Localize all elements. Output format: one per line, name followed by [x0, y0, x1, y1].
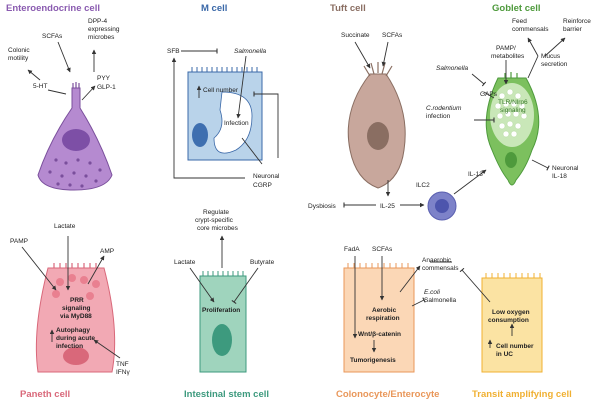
infection-label: Infection: [224, 120, 249, 127]
crodentium-label-1: C.rodentium: [426, 105, 462, 112]
salmonella-label: Salmonella: [234, 48, 267, 55]
autophagy-label-2: during acute: [56, 335, 95, 342]
regulate-label-1: Regulate: [203, 209, 229, 216]
enteroendocrine-title: Enteroendocrine cell: [6, 3, 100, 14]
sfb-label: SFB: [167, 48, 180, 55]
paneth-cell-shape: [35, 263, 116, 373]
aerobic-label-1: Aerobic: [372, 307, 397, 314]
stem-lactate-label: Lactate: [174, 259, 196, 266]
tlr-label-1: TLR/Nlrp6: [498, 99, 528, 106]
col-scfas-label: SCFAs: [372, 246, 393, 253]
il25-label: IL-25: [380, 203, 395, 210]
ilc2-label: ILC2: [416, 182, 430, 189]
mucus-label-2: secretion: [541, 61, 568, 68]
colonocyte-panel: FadA SCFAs Anaerobic commensals Aerobic …: [336, 246, 459, 400]
goblet-panel: Goblet cell: [426, 3, 591, 186]
regulate-label-3: core microbes: [197, 225, 239, 232]
regulate-label-2: crypt-specific: [195, 217, 234, 224]
scfas-label: SCFAs: [42, 33, 63, 40]
tuft-scfas-label: SCFAs: [382, 32, 403, 39]
reinforce-label-2: barrier: [563, 26, 583, 33]
reinforce-label-1: Reinforce: [563, 18, 591, 25]
colonic-label-2: motility: [8, 55, 29, 62]
neuronal-label-1: Neuronal: [253, 173, 280, 180]
feed-label-1: Feed: [512, 18, 527, 25]
aerobic-label-2: respiration: [366, 315, 400, 322]
succinate-label: Succinate: [341, 32, 370, 39]
pamp-label-1: PAMP/: [496, 45, 516, 52]
colonocyte-title: Colonocyte/Enterocyte: [336, 389, 439, 400]
low-oxygen-label-2: consumption: [488, 317, 529, 324]
cell-number-label: Cell number: [203, 87, 239, 94]
amp-label: AMP: [100, 248, 114, 255]
proliferation-label: Proliferation: [202, 307, 240, 314]
anaerobic-label-1: Anaerobic: [422, 257, 452, 264]
m-cell-panel: M cell SFB Salmonella Cell number I: [167, 3, 280, 189]
ifn-label: IFNγ: [116, 369, 130, 376]
anaerobic-label-2: commensals: [422, 265, 459, 272]
paneth-panel: Lactate PAMP AMP PRR signaling via MyD88…: [10, 223, 130, 400]
dysbiosis-label: Dysbiosis: [308, 203, 337, 210]
glp1-label: GLP-1: [97, 84, 116, 91]
goblet-cell-shape: [485, 72, 540, 186]
stem-title: Intestinal stem cell: [184, 389, 269, 400]
autophagy-label-3: infection: [56, 343, 83, 350]
5ht-label: 5-HT: [33, 83, 47, 90]
neuronal-label-2: CGRP: [253, 182, 272, 189]
pamp-label-2: metabolites: [491, 53, 525, 60]
butyrate-label: Butyrate: [250, 259, 275, 266]
gaps-label: GAPs: [480, 91, 498, 98]
low-oxygen-label-1: Low oxygen: [492, 309, 530, 316]
colonic-label-1: Colonic: [8, 47, 30, 54]
goblet-neuronal-label-1: Neuronal: [552, 165, 579, 172]
ecoli-label: E.coli: [424, 289, 440, 296]
m-cell-shape: [187, 67, 263, 161]
prr-label-2: signaling: [62, 305, 91, 312]
tlr-label-2: signaling: [500, 107, 526, 114]
goblet-neuronal-label-2: IL-18: [552, 173, 567, 180]
il13-label: IL-13: [468, 171, 483, 178]
fada-label: FadA: [344, 246, 360, 253]
stem-panel: Regulate crypt-specific core microbes La…: [174, 209, 275, 400]
prr-label-3: via MyD88: [60, 313, 92, 320]
dpp4-label-3: microbes: [88, 34, 115, 41]
goblet-title: Goblet cell: [492, 3, 541, 14]
transit-panel: Low oxygen consumption Cell number in UC…: [459, 267, 572, 400]
paneth-title: Paneth cell: [20, 389, 70, 400]
mucus-label-1: Mucus: [541, 53, 561, 60]
colonocyte-cell-shape: [343, 263, 415, 373]
cell-number-uc-label-2: in UC: [496, 351, 513, 358]
tuft-title: Tuft cell: [330, 3, 366, 14]
dpp4-label-1: DPP-4: [88, 18, 108, 25]
enteroendocrine-cell: [37, 82, 113, 191]
stem-cell-shape: [199, 271, 247, 373]
crodentium-label-2: infection: [426, 113, 451, 120]
paneth-lactate-label: Lactate: [54, 223, 76, 230]
prr-label-1: PRR: [70, 297, 84, 304]
goblet-salmonella-label: Salmonella: [436, 65, 469, 72]
cell-number-uc-label-1: Cell number: [496, 343, 534, 350]
tnf-label: TNF: [116, 361, 129, 368]
tuft-cell-shape: [347, 62, 406, 189]
dpp4-label-2: expressing: [88, 26, 120, 33]
transit-title: Transit amplifying cell: [472, 389, 572, 400]
m-cell-title: M cell: [201, 3, 227, 14]
enteroendocrine-panel: Enteroendocrine cell SCFAs DPP-4 express…: [6, 3, 120, 191]
wnt-label: Wnt/β-catenin: [358, 331, 401, 338]
feed-label-2: commensals: [512, 26, 549, 33]
pyy-label: PYY: [97, 75, 111, 82]
autophagy-label-1: Autophagy: [56, 327, 90, 334]
col-salmonella-label: Salmonella: [424, 297, 457, 304]
tumorigenesis-label: Tumorigenesis: [350, 357, 396, 364]
paneth-pamp-label: PAMP: [10, 238, 28, 245]
tuft-panel: Tuft cell Succinate SCFAs Dysbiosis IL-2…: [308, 3, 487, 221]
